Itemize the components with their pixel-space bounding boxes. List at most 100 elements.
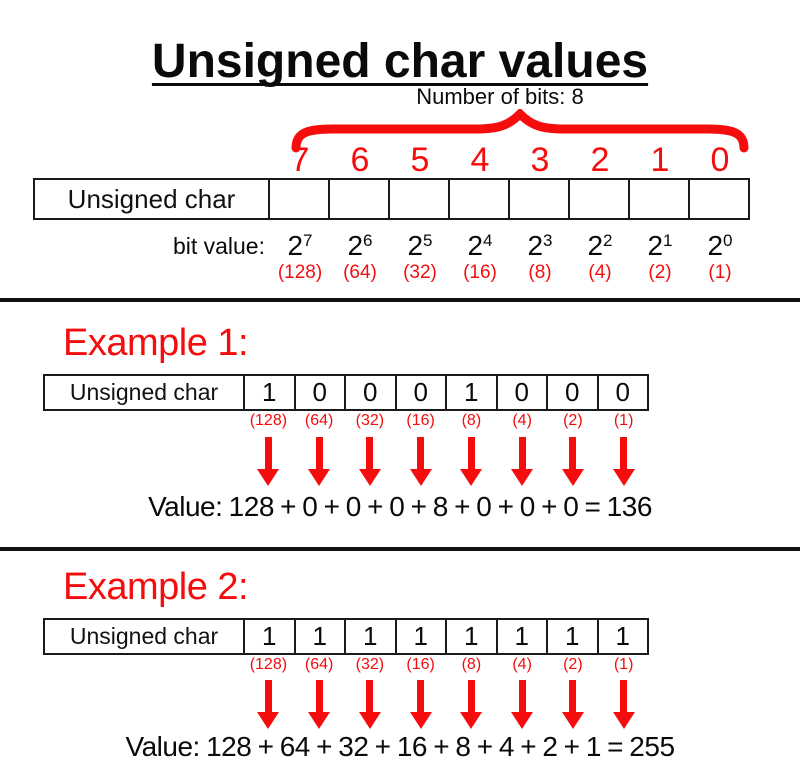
bit-cell: 1 xyxy=(615,621,630,651)
down-arrow-icon xyxy=(395,680,446,729)
down-arrow-icon xyxy=(446,680,497,729)
bit-cell-empty xyxy=(390,180,450,218)
down-arrow-icon xyxy=(497,437,548,486)
bit-weight: (2) xyxy=(563,412,583,429)
bit-weight: (128) xyxy=(249,412,288,429)
example1-value-line: Value: 128 + 0 + 0 + 0 + 8 + 0 + 0 + 0 =… xyxy=(148,491,652,522)
bit-cell: 1 xyxy=(397,620,447,653)
bit-weight: (32) xyxy=(355,656,385,673)
bit-weight-row: (128) (64) (32) (16) (8) (4) (2) (1) xyxy=(270,262,750,284)
bit-weight: (64) xyxy=(343,262,377,283)
page-title: Unsigned char values xyxy=(151,35,649,89)
bit-cell-empty xyxy=(510,180,570,218)
bit-cell: 1 xyxy=(548,620,599,653)
bit-cell-empty xyxy=(570,180,630,218)
section-divider xyxy=(0,547,800,551)
bit-cell-empty xyxy=(330,180,390,218)
example1-weight-row: (128) (64) (32) (16) (8) (4) (2) (1) xyxy=(243,412,649,430)
bit-index: 6 xyxy=(350,141,370,179)
example2-value-line: Value: 128 + 64 + 32 + 16 + 8 + 4 + 2 + … xyxy=(125,731,675,762)
example1-heading: Example 1: xyxy=(63,322,249,364)
bit-weight: (16) xyxy=(406,412,435,429)
bit-cell-empty xyxy=(630,180,690,218)
power-of-two: 25 xyxy=(407,230,433,261)
down-arrow-icon xyxy=(294,680,345,729)
bit-index: 7 xyxy=(290,141,310,179)
example1-table: Unsigned char 1 0 0 0 1 0 0 0 xyxy=(43,374,649,411)
bit-cell: 1 xyxy=(346,620,397,653)
row-label: Unsigned char xyxy=(45,620,245,653)
example2-arrow-row xyxy=(243,680,649,729)
bit-cell: 1 xyxy=(245,620,296,653)
bit-weight: (64) xyxy=(304,656,334,673)
bit-cell: 0 xyxy=(615,377,630,407)
bit-weight: (2) xyxy=(648,262,672,283)
bit-index: 3 xyxy=(530,141,550,179)
bit-weight: (128) xyxy=(277,262,323,283)
bit-weight: (128) xyxy=(249,656,288,673)
number-of-bits-caption: Number of bits: 8 xyxy=(416,84,584,109)
down-arrow-icon xyxy=(548,680,599,729)
power-of-two: 22 xyxy=(587,230,613,261)
down-arrow-icon xyxy=(598,437,649,486)
bit-cell: 1 xyxy=(498,620,548,653)
bit-cell: 0 xyxy=(346,376,397,409)
bit-index: 0 xyxy=(710,141,730,179)
down-arrow-icon xyxy=(548,437,599,486)
down-arrow-icon xyxy=(345,680,396,729)
example2-weight-row: (128) (64) (32) (16) (8) (4) (2) (1) xyxy=(243,656,649,674)
bit-index: 2 xyxy=(590,141,610,179)
bit-value-label: bit value: xyxy=(172,233,265,259)
down-arrow-icon xyxy=(345,437,396,486)
power-of-two: 24 xyxy=(467,230,493,261)
bit-weight: (16) xyxy=(406,656,435,673)
bit-cell: 0 xyxy=(397,376,447,409)
bit-weight: (1) xyxy=(613,412,634,429)
bit-cell: 1 xyxy=(447,376,498,409)
bit-weight: (2) xyxy=(563,656,583,673)
example2-table: Unsigned char 1 1 1 1 1 1 1 1 xyxy=(43,618,649,655)
bit-weight: (4) xyxy=(588,262,612,283)
power-of-two: 23 xyxy=(527,230,553,261)
down-arrow-icon xyxy=(598,680,649,729)
bit-cell: 1 xyxy=(447,620,498,653)
bit-weight: (16) xyxy=(463,262,497,283)
power-of-two: 27 xyxy=(287,230,313,261)
bit-weight: (32) xyxy=(403,262,437,283)
bit-index: 1 xyxy=(650,141,670,179)
down-arrow-icon xyxy=(243,437,294,486)
unsigned-char-reference-table: Unsigned char xyxy=(33,178,750,220)
bit-weight: (1) xyxy=(613,656,634,673)
power-of-two: 26 xyxy=(347,230,373,261)
power-of-two: 20 xyxy=(707,230,733,261)
example2-heading: Example 2: xyxy=(63,566,249,608)
bit-cell-empty xyxy=(690,180,748,218)
bit-index: 4 xyxy=(470,141,490,179)
bit-cell: 0 xyxy=(296,376,346,409)
bit-weight: (1) xyxy=(708,262,732,283)
bit-weight: (8) xyxy=(461,412,482,429)
powers-of-two-row: 27 26 25 24 23 22 21 20 xyxy=(270,224,750,263)
down-arrow-icon xyxy=(395,437,446,486)
brace-icon xyxy=(291,109,749,153)
bit-weight: (4) xyxy=(512,412,532,429)
down-arrow-icon xyxy=(446,437,497,486)
bit-cell: 1 xyxy=(296,620,346,653)
bit-index: 5 xyxy=(410,141,430,179)
bit-weight: (32) xyxy=(355,412,385,429)
section-divider xyxy=(0,298,800,302)
bit-cell-empty xyxy=(270,180,330,218)
bit-weight: (8) xyxy=(528,262,552,283)
bit-weight: (64) xyxy=(304,412,334,429)
down-arrow-icon xyxy=(497,680,548,729)
row-label: Unsigned char xyxy=(35,180,270,218)
power-of-two: 21 xyxy=(647,230,673,261)
bit-weight: (8) xyxy=(461,656,482,673)
row-label: Unsigned char xyxy=(45,376,245,409)
bit-cell: 0 xyxy=(548,376,599,409)
bit-weight: (4) xyxy=(512,656,532,673)
down-arrow-icon xyxy=(243,680,294,729)
bit-cell-empty xyxy=(450,180,510,218)
example1-arrow-row xyxy=(243,437,649,486)
